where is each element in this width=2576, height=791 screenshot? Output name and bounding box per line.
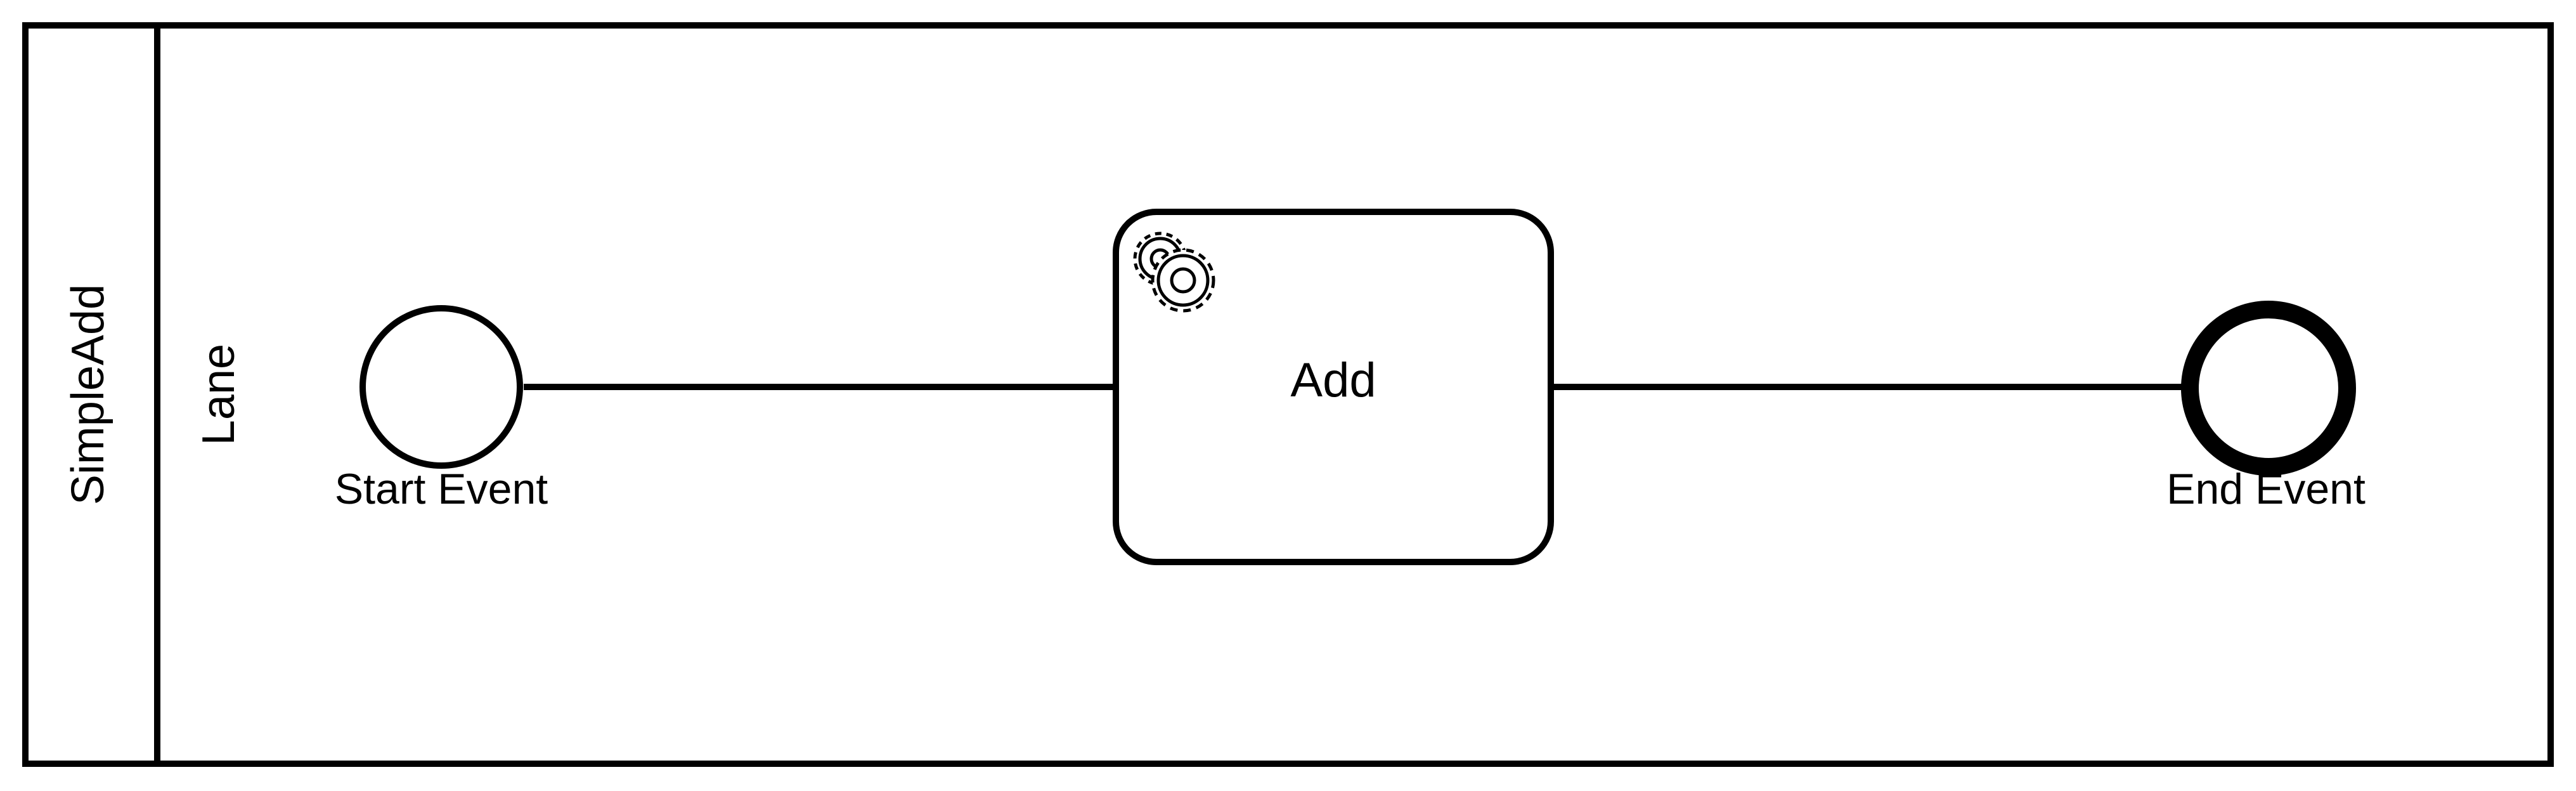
start-event[interactable]: Start Event xyxy=(335,305,548,513)
task-box xyxy=(1113,209,1554,565)
end-event[interactable]: End Event xyxy=(2166,301,2366,513)
lane-label: Lane xyxy=(193,344,244,445)
pool-label: SimpleAdd xyxy=(63,284,113,505)
lane[interactable]: Lane xyxy=(193,344,244,445)
end-event-label: End Event xyxy=(2166,465,2366,513)
task-label: Add xyxy=(1290,353,1376,407)
gear-icon xyxy=(1133,232,1215,313)
start-event-label: Start Event xyxy=(335,465,548,513)
start-event-circle xyxy=(359,305,523,469)
end-event-circle xyxy=(2181,301,2356,476)
service-task-add[interactable]: Add xyxy=(1113,209,1554,565)
